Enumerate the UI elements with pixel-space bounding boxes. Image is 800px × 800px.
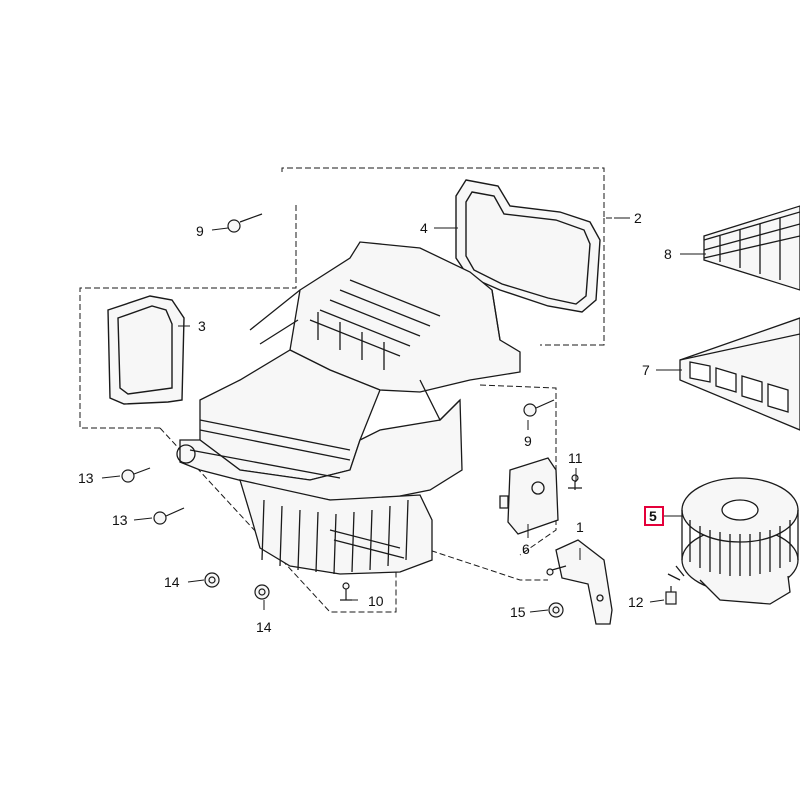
nut-15 [548, 602, 564, 618]
bracket-line-inner [79, 205, 297, 429]
screw-9-top [227, 213, 263, 233]
callout-7: 7 [642, 362, 650, 378]
screw-13-bottom [153, 507, 185, 525]
callout-5: 5 [649, 508, 657, 524]
blower-motor-part-5 [667, 477, 799, 605]
callout-9-top: 9 [196, 223, 204, 239]
callout-10: 10 [368, 593, 384, 609]
callout-3: 3 [198, 318, 206, 334]
actuator-part-6 [499, 457, 559, 535]
seal-part-3 [107, 295, 185, 405]
screw-12 [665, 586, 677, 605]
bracket-line-right [479, 384, 557, 556]
screw-11 [568, 474, 582, 490]
blower-housing-assembly [176, 241, 521, 575]
callout-11: 11 [568, 450, 583, 466]
callout-9-mid: 9 [524, 433, 532, 449]
callout-13-bottom: 13 [112, 512, 128, 528]
callout-14-bottom: 14 [256, 619, 272, 635]
callout-1: 1 [576, 519, 584, 535]
bracket-line-2 [281, 167, 628, 219]
filter-frame-part-7 [679, 317, 800, 431]
assembly-bracket-lines [79, 167, 628, 613]
leader-lines [101, 217, 706, 613]
callout-12: 12 [628, 594, 644, 610]
filter-part-8 [703, 205, 800, 291]
callouts: 9 4 3 2 8 7 9 11 6 1 13 13 14 14 10 15 1… [78, 210, 672, 635]
callout-2: 2 [634, 210, 642, 226]
callout-4: 4 [420, 220, 428, 236]
seal-frame-part-4 [455, 179, 601, 313]
bracket-part-1 [555, 539, 613, 625]
bracket-line-1 [413, 544, 548, 581]
callout-6: 6 [522, 541, 530, 557]
callout-14-left: 14 [164, 574, 180, 590]
screw-9-mid [523, 399, 555, 417]
screw-1 [546, 565, 567, 576]
bracket-line-lower [159, 427, 397, 613]
screw-10 [340, 582, 352, 601]
callout-5-highlight: 5 [644, 506, 664, 526]
callout-13-top: 13 [78, 470, 94, 486]
nut-14-bottom [254, 584, 270, 600]
nut-14-left [204, 572, 220, 588]
callout-15: 15 [510, 604, 526, 620]
callout-8: 8 [664, 246, 672, 262]
screw-13-top [121, 467, 151, 483]
bracket-line-2-drop [540, 218, 605, 346]
